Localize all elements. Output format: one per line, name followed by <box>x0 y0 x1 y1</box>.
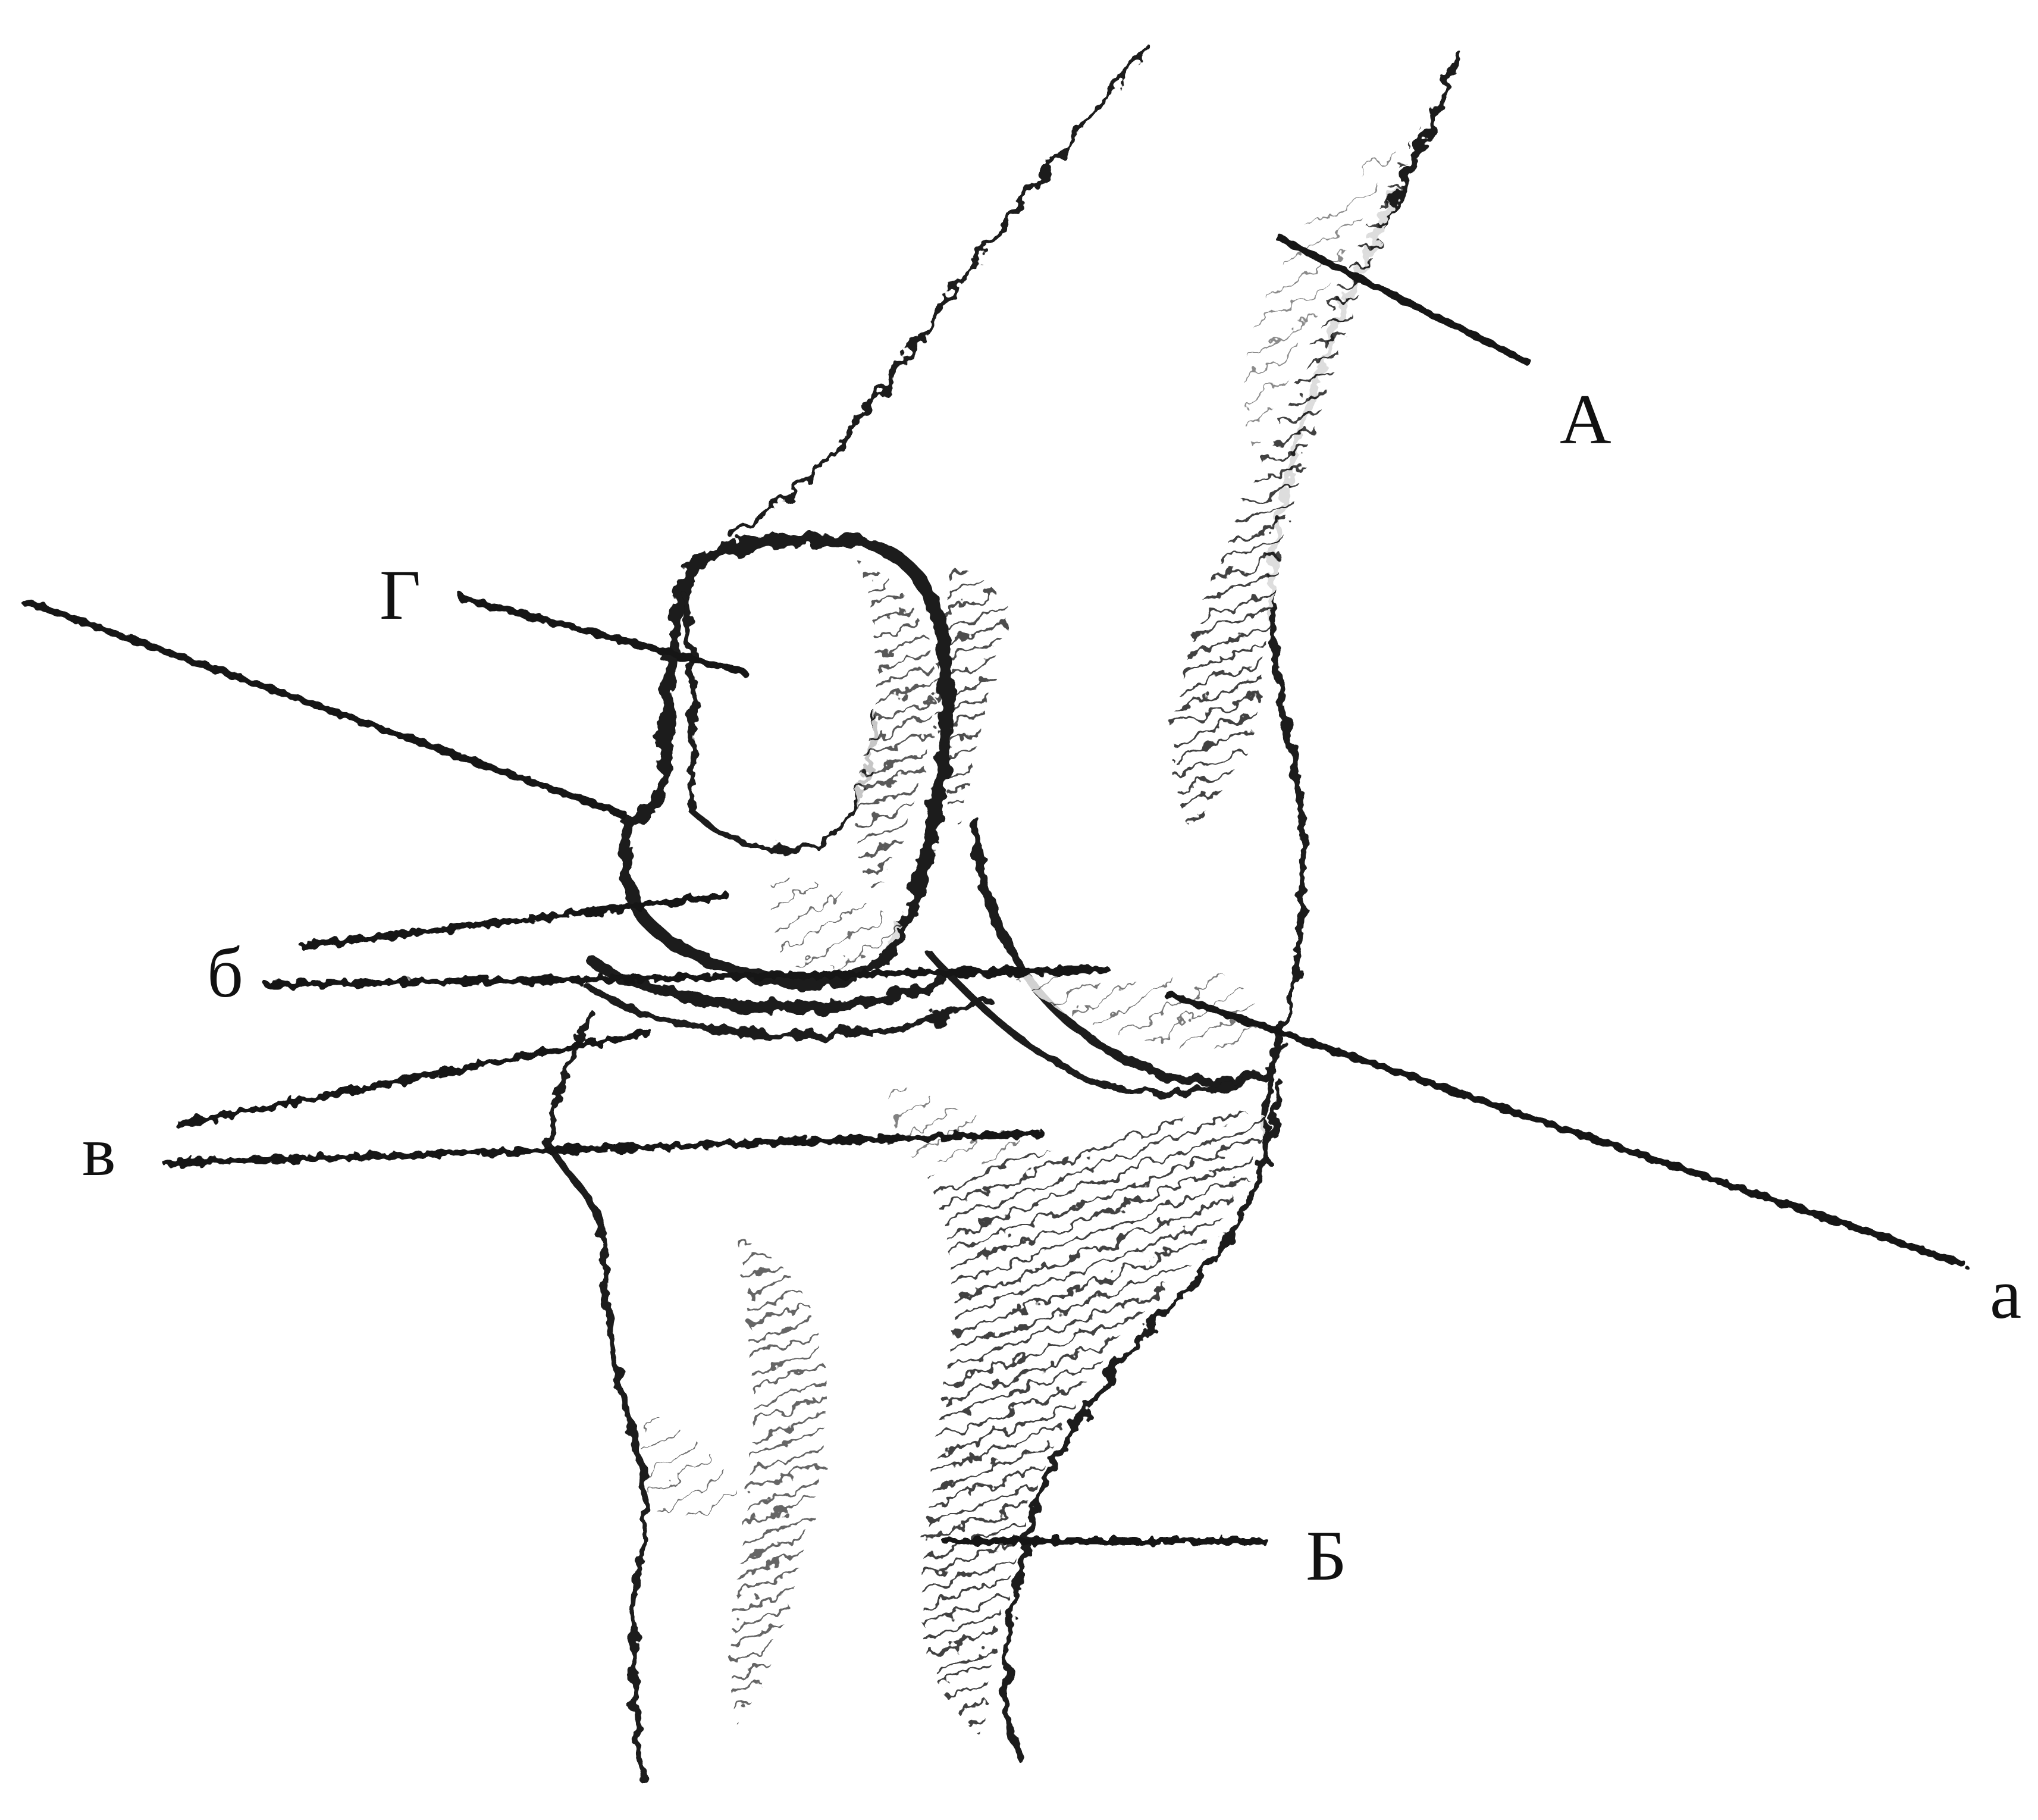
patella-inner-contour <box>684 595 874 850</box>
leader-v-upper <box>178 1032 648 1124</box>
leader-b-lower <box>268 970 1106 985</box>
label-B: Б <box>1306 1516 1347 1595</box>
leader-unlabeled <box>24 601 625 815</box>
fibula-head-shading <box>889 1083 1023 1164</box>
label-A: А <box>1560 380 1611 459</box>
femur-outline <box>732 48 1148 535</box>
label-G: Г <box>380 555 421 634</box>
tibia-mid-shading <box>731 1238 826 1725</box>
tibia-front-shading <box>642 1410 738 1518</box>
leader-G <box>461 598 744 672</box>
patella-shading <box>857 559 934 892</box>
label-a: а <box>1990 1254 2021 1333</box>
leader-a <box>1166 994 1963 1264</box>
label-v: в <box>82 1111 116 1191</box>
tibia-shading <box>922 1113 1267 1737</box>
label-b: б <box>207 933 243 1012</box>
tibia-front-outline <box>547 1011 645 1779</box>
